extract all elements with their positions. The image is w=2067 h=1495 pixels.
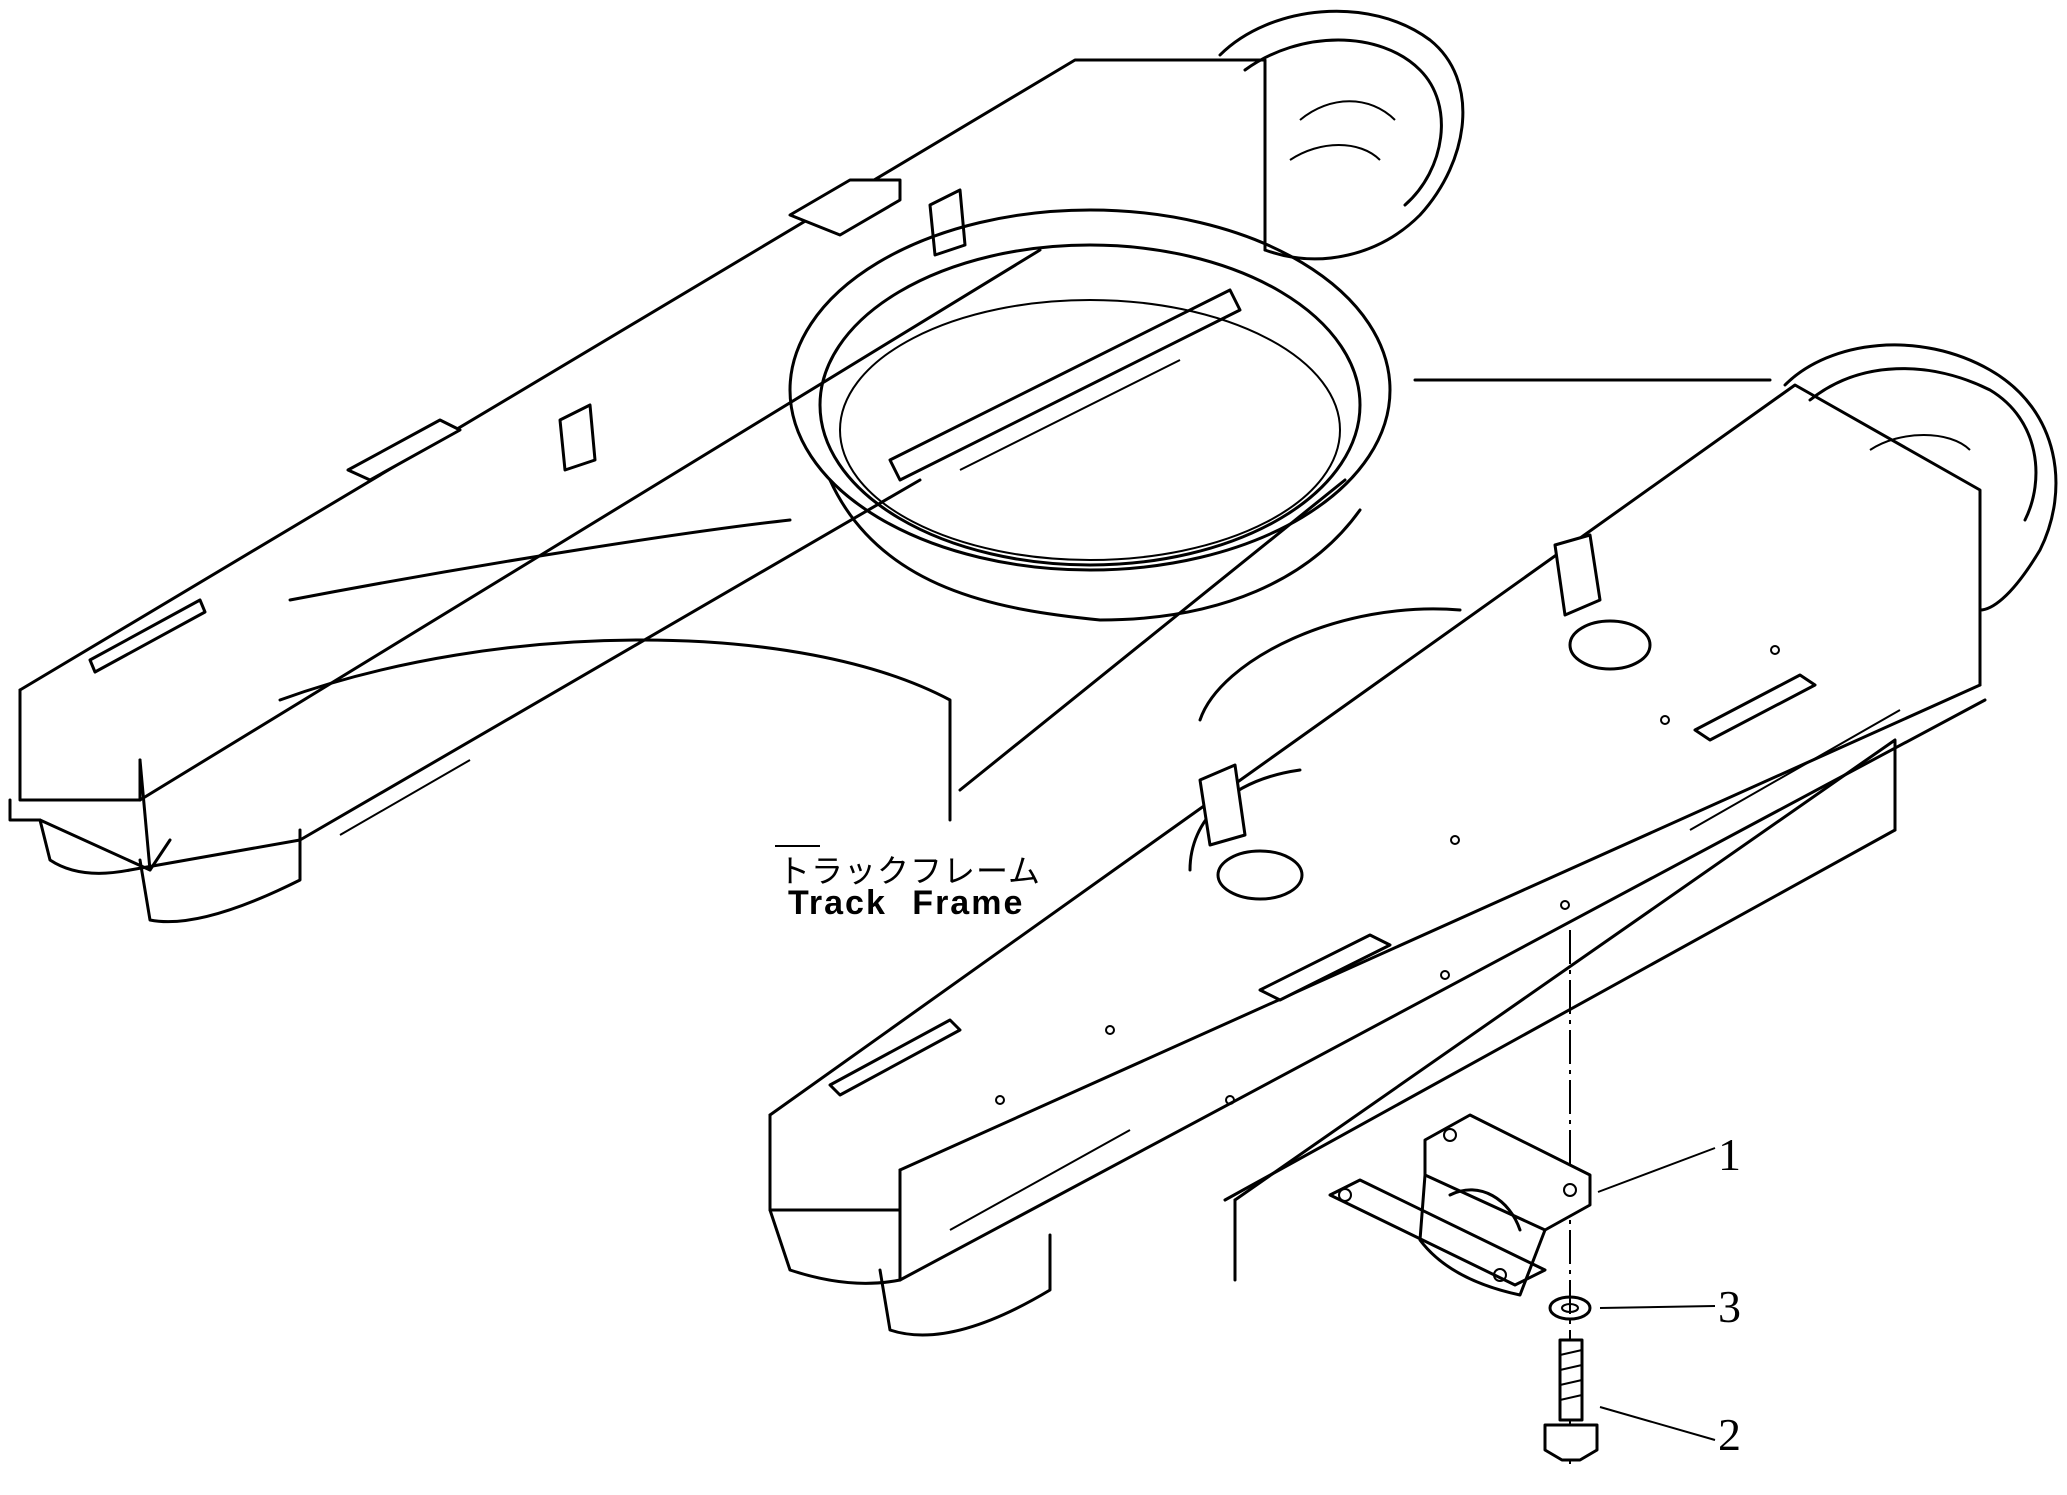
right-side-frame: [768, 343, 2058, 1337]
track-frame-label-jp: トラックフレーム: [778, 853, 1042, 889]
part-1-guard: [1328, 1113, 1716, 1297]
track-frame-label-en: Track Frame: [788, 884, 1025, 922]
left-side-frame: [8, 9, 1465, 924]
part-2-bolt: [1543, 1338, 1716, 1462]
center-frame: [278, 208, 1772, 872]
callout-number: 3: [1718, 1281, 1741, 1332]
callout-number: 1: [1718, 1129, 1741, 1180]
part-3-washer: [1548, 1295, 1716, 1321]
callout-number: 2: [1718, 1409, 1741, 1460]
